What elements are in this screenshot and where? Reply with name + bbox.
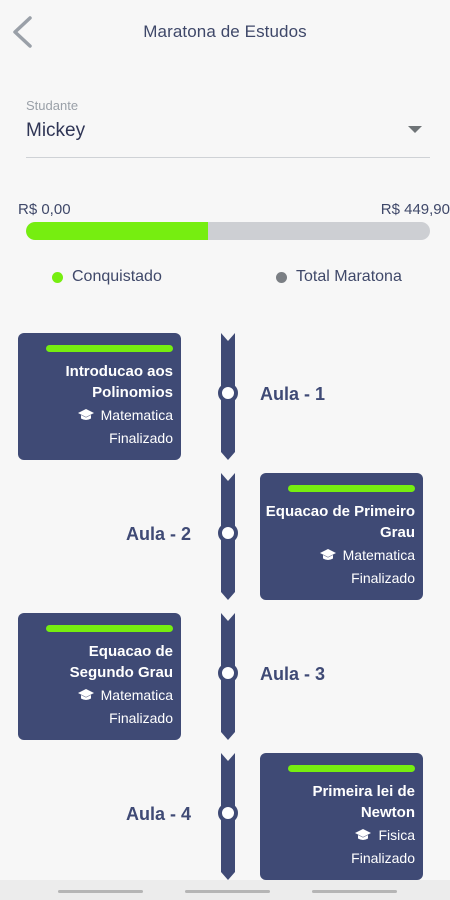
lesson-title: Equacao de Segundo Grau <box>69 643 173 681</box>
timeline-node-2 <box>218 523 238 543</box>
lesson-title: Introducao aos Polinomios <box>65 363 173 401</box>
lesson-subject: Matematica <box>77 687 173 703</box>
legend-total: Total Maratona <box>276 268 402 286</box>
lesson-card-3[interactable]: Equacao de Segundo Grau Matematica Final… <box>18 613 181 740</box>
student-select[interactable]: Studante Mickey <box>26 96 430 158</box>
lesson-title: Equacao de Primeiro Grau <box>265 503 415 541</box>
lesson-progress-bar <box>46 345 173 352</box>
aula-label-1: Aula - 1 <box>260 384 326 404</box>
nav-pill-center[interactable] <box>185 890 270 893</box>
aula-label-2: Aula - 2 <box>126 524 192 544</box>
lesson-subject-label: Matematica <box>100 687 173 703</box>
back-arrow-icon[interactable] <box>6 12 40 52</box>
legend-dot-achieved <box>52 271 63 283</box>
marathon-progress-bar <box>26 222 430 240</box>
lesson-status: Finalizado <box>109 710 173 726</box>
timeline-node-4 <box>218 803 238 823</box>
student-select-label: Studante <box>26 98 79 113</box>
legend-dot-total <box>276 271 287 283</box>
graduation-cap-icon <box>355 829 372 840</box>
legend-total-label: Total Maratona <box>296 268 402 285</box>
chevron-down-icon[interactable] <box>408 126 422 133</box>
lesson-status: Finalizado <box>351 570 415 586</box>
progress-max-amount: R$ 449,90 <box>380 201 450 218</box>
aula-label-3: Aula - 3 <box>260 664 326 684</box>
lesson-status: Finalizado <box>109 430 173 446</box>
graduation-cap-icon <box>319 549 336 560</box>
nav-pill-right[interactable] <box>312 890 397 893</box>
lesson-progress-bar <box>288 765 415 772</box>
lesson-progress-bar <box>46 625 173 632</box>
progress-fill <box>26 222 208 240</box>
aula-label-4: Aula - 4 <box>126 804 192 824</box>
timeline-node-1 <box>218 383 238 403</box>
lesson-status: Finalizado <box>351 850 415 866</box>
lesson-subject-label: Matematica <box>342 547 415 563</box>
lesson-progress-bar <box>288 485 415 492</box>
progress-min-amount: R$ 0,00 <box>18 201 71 218</box>
graduation-cap-icon <box>77 409 94 420</box>
app-header: Maratona de Estudos <box>0 0 450 66</box>
lesson-title: Primeira lei de Newton <box>312 783 415 821</box>
lesson-subject: Matematica <box>77 407 173 423</box>
legend-achieved: Conquistado <box>52 268 162 286</box>
lesson-subject: Fisica <box>354 827 415 843</box>
timeline-node-3 <box>218 663 238 683</box>
lesson-subject-label: Matematica <box>100 407 173 423</box>
page-title: Maratona de Estudos <box>143 22 307 41</box>
student-select-value: Mickey <box>26 120 86 141</box>
lesson-subject: Matematica <box>319 547 415 563</box>
legend-achieved-label: Conquistado <box>72 268 162 285</box>
graduation-cap-icon <box>77 689 94 700</box>
lesson-subject-label: Fisica <box>378 827 415 843</box>
lesson-card-2[interactable]: Equacao de Primeiro Grau Matematica Fina… <box>260 473 423 600</box>
lesson-card-4[interactable]: Primeira lei de Newton Fisica Finalizado <box>260 753 423 880</box>
select-underline <box>26 157 430 158</box>
lesson-card-1[interactable]: Introducao aos Polinomios Matematica Fin… <box>18 333 181 460</box>
nav-pill-left[interactable] <box>58 890 143 893</box>
